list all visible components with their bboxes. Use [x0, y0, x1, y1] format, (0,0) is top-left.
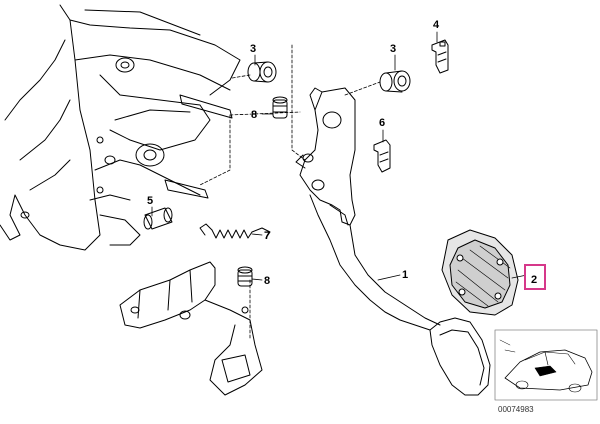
callout-6: 6	[379, 117, 385, 129]
clip-part-4	[431, 39, 449, 74]
brake-pedal-arm	[295, 87, 491, 396]
bushing-left	[247, 61, 277, 83]
callout-3-left: 3	[250, 43, 256, 55]
callout-leaders	[151, 31, 528, 281]
grommet-lower	[237, 266, 253, 287]
callout-5: 5	[147, 195, 153, 207]
callout-8-upper: 8	[251, 109, 257, 121]
pedal-bracket	[0, 4, 241, 251]
callout-2: 2	[531, 274, 537, 286]
reference-number: 00074983	[498, 405, 534, 414]
highlight-box	[524, 264, 546, 290]
callout-7: 7	[264, 230, 270, 242]
assembly-lines	[199, 44, 381, 341]
grommet-upper	[272, 96, 288, 119]
return-spring	[199, 223, 271, 239]
vehicle-thumbnail	[494, 329, 598, 401]
pin-part-5	[143, 207, 173, 230]
callout-8-lower: 8	[264, 275, 270, 287]
bushing-right	[379, 70, 411, 93]
callout-1: 1	[402, 269, 408, 281]
clip-part-6	[373, 139, 391, 173]
mounting-bracket	[119, 261, 263, 396]
callout-3-right: 3	[390, 43, 396, 55]
pedal-pad	[441, 229, 519, 316]
callout-4: 4	[433, 19, 440, 31]
